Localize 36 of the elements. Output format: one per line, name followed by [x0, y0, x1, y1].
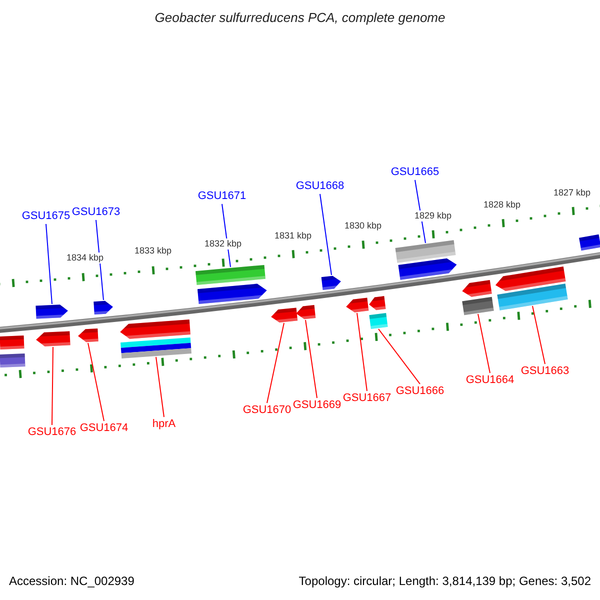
- leader-line: [478, 314, 490, 374]
- genome-summary-text: Topology: circular; Length: 3,814,139 bp; Genes: 3,502: [298, 574, 591, 589]
- scale-label: 1834 kbp: [66, 252, 104, 264]
- leader-line: [305, 320, 318, 398]
- gene-label: GSU1668: [296, 180, 344, 193]
- leader-line: [378, 328, 420, 384]
- gene-label: GSU1673: [72, 206, 120, 219]
- gene-label: GSU1671: [198, 190, 246, 203]
- gene-label: GSU1669: [292, 399, 342, 412]
- gene-label: hprA: [152, 418, 176, 431]
- leader-line: [356, 312, 368, 392]
- scale-label: 1832 kbp: [204, 238, 242, 250]
- scale-label: 1833 kbp: [134, 246, 172, 256]
- leader-line: [532, 306, 546, 364]
- leader-line: [46, 224, 52, 304]
- scale-label: 1830 kbp: [344, 220, 382, 232]
- scale-label: 1827 kbp: [553, 188, 591, 198]
- gene-label: GSU1665: [390, 166, 440, 179]
- accession-text: Accession: NC_002939: [9, 574, 134, 589]
- leader-line: [320, 194, 332, 276]
- gene-label: GSU1666: [396, 385, 444, 398]
- gene-label: GSU1675: [22, 210, 70, 223]
- gene-label: GSU1670: [242, 404, 292, 417]
- gene-label: GSU1676: [28, 426, 76, 439]
- leader-line: [88, 342, 104, 422]
- gene-label: GSU1667: [342, 392, 392, 405]
- gene-label: GSU1663: [520, 365, 570, 378]
- scale-label: 1831 kbp: [274, 230, 312, 242]
- leader-line: [52, 346, 54, 426]
- title: Geobacter sulfurreducens PCA, complete genome: [154, 10, 446, 26]
- leader-line: [266, 322, 284, 404]
- leader-line: [156, 356, 164, 418]
- scale-label: 1829 kbp: [414, 210, 452, 222]
- gene-label: GSU1664: [466, 374, 514, 387]
- gene-label: GSU1674: [80, 422, 128, 435]
- scale-label: 1828 kbp: [483, 200, 521, 210]
